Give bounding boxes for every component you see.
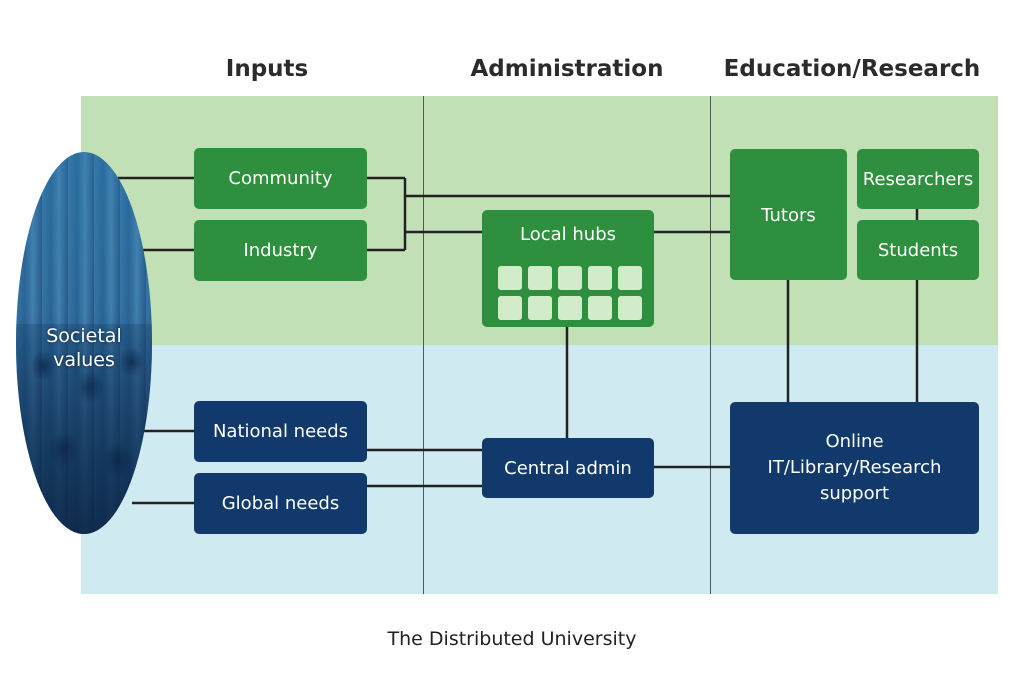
societal-values-ellipse: Societal values (16, 152, 152, 534)
hub-cell (498, 266, 522, 290)
community-node: Community (194, 148, 367, 209)
societal-values-line-1: Societal (46, 325, 122, 347)
local-hubs-label: Local hubs (520, 224, 616, 245)
hub-cell (558, 266, 582, 290)
global-needs-node: Global needs (194, 473, 367, 534)
online-support-line-2: IT/Library/Research (767, 457, 942, 478)
local-hubs-node: Local hubs (482, 210, 654, 327)
online-support-line-1: Online (825, 431, 884, 452)
diagram-caption: The Distributed University (387, 628, 637, 650)
national-needs-node: National needs (194, 401, 367, 462)
researchers-node: Researchers (857, 149, 979, 209)
heading-administration: Administration (470, 56, 664, 82)
hub-cell (558, 296, 582, 320)
hub-cell (498, 296, 522, 320)
online-support-node: Online IT/Library/Research support (730, 402, 979, 534)
hub-cell (528, 266, 552, 290)
hub-cell (588, 266, 612, 290)
online-support-label: Online IT/Library/Research support (760, 429, 950, 507)
hub-cell (528, 296, 552, 320)
students-node: Students (857, 220, 979, 280)
societal-values-line-2: values (53, 349, 115, 371)
central-admin-node: Central admin (482, 438, 654, 498)
heading-education-research: Education/Research (723, 56, 981, 82)
hub-cell (618, 296, 642, 320)
crowd-photo-texture (16, 323, 152, 534)
column-divider-left (423, 96, 424, 594)
hub-cell (588, 296, 612, 320)
local-hubs-grid (498, 266, 642, 320)
column-divider-right (710, 96, 711, 594)
online-support-line-3: support (819, 483, 890, 504)
societal-values-label: Societal values (16, 324, 152, 372)
hub-cell (618, 266, 642, 290)
heading-inputs: Inputs (225, 56, 309, 82)
tutors-node: Tutors (730, 149, 847, 280)
industry-node: Industry (194, 220, 367, 281)
